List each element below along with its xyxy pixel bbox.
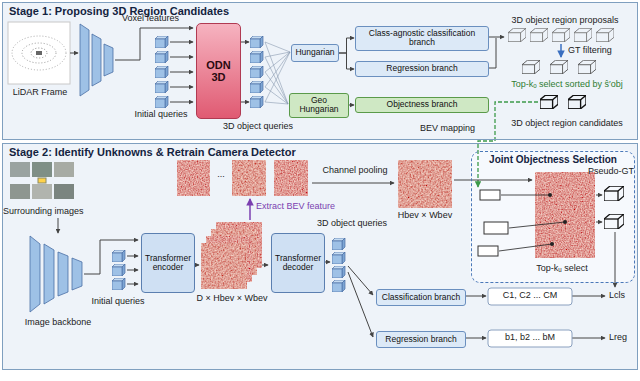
- object-queries: [332, 238, 345, 292]
- object-queries: [250, 36, 263, 108]
- transformer-box: Transformer decoder: [271, 233, 325, 293]
- filter-arrow: [560, 44, 562, 57]
- arrow: [70, 53, 78, 54]
- surrounding-images: [10, 162, 74, 199]
- initial-queries: [155, 36, 168, 108]
- annotation-label: 3D object region proposals: [511, 16, 618, 26]
- annotation-label: Initial queries: [134, 110, 187, 120]
- annotation-label: 3D object queries: [317, 219, 387, 229]
- branch-outputs: [489, 37, 504, 68]
- bev-feature-stack: [201, 222, 262, 289]
- annotation-label: Top-kᵤ select: [536, 264, 587, 274]
- box-label: Regression branch: [385, 335, 456, 344]
- annotation-label: C1, C2 ... CM: [503, 291, 558, 301]
- joint-selection-figure: [478, 172, 624, 287]
- branch-box: Regression branch: [355, 61, 489, 77]
- bev-mapping-arrow: [478, 102, 538, 187]
- box-label: Hungarian: [295, 48, 334, 57]
- connector-arrow: [349, 105, 354, 106]
- annotation-label: GT filtering: [568, 46, 612, 56]
- matcher-box: Hungarian: [291, 44, 339, 62]
- annotation-label: ...: [217, 170, 225, 180]
- annotation-label: Extract BEV feature: [256, 202, 335, 212]
- region-candidates: [540, 95, 586, 109]
- box-label: Classification branch: [382, 293, 460, 302]
- arrow: [454, 180, 532, 181]
- network-box: ODN 3D: [196, 23, 241, 119]
- arrow: [58, 218, 59, 233]
- annotation-label: Hbev × Wbev: [398, 211, 452, 221]
- branch-inputs: [348, 266, 605, 338]
- box-label: ODN 3D: [200, 59, 237, 83]
- annotation-label: 3D object region candidates: [511, 119, 623, 129]
- image-backbone: [30, 236, 82, 312]
- stage-title: Stage 2: Identify Unknowns & Retrain Cam…: [9, 146, 296, 158]
- box-label: Geo Hungarian: [293, 96, 345, 115]
- group-title: Joint Objectness Selection: [472, 154, 634, 165]
- box-label: Transformer encoder: [145, 254, 191, 273]
- box-label: Class-agnostic classification branch: [359, 29, 485, 48]
- annotation-label: Pseudo-GT: [588, 167, 634, 177]
- voxel-features: [80, 24, 113, 96]
- box-label: Transformer decoder: [275, 254, 321, 273]
- lidar-frame: [8, 22, 70, 84]
- branch-box: Objectness branch: [355, 97, 489, 113]
- box-label: Objectness branch: [387, 100, 458, 109]
- region-proposals: [508, 28, 614, 42]
- arrow: [84, 240, 138, 274]
- annotation-label: Initial queries: [91, 297, 144, 307]
- box-label: Regression branch: [386, 64, 457, 73]
- branch-box: Class-agnostic classification branch: [355, 26, 489, 51]
- annotation-label: Channel pooling: [322, 166, 387, 176]
- connector-arrow: [339, 53, 354, 69]
- annotation-label: Lreg: [609, 333, 627, 343]
- annotation-label: Surrounding images: [3, 207, 84, 217]
- transformer-box: Transformer encoder: [141, 233, 195, 293]
- annotation-label: D × Hbev × Wbev: [196, 294, 267, 304]
- annotation-label: 3D object queries: [223, 122, 293, 132]
- annotation-label: Lcls: [609, 291, 625, 301]
- matching-lines: [265, 42, 290, 104]
- bev-feature-maps: [177, 160, 308, 196]
- pooling-arrow: [312, 183, 394, 184]
- pooled-feature: [398, 160, 452, 208]
- matcher-box: Geo Hungarian: [289, 93, 349, 118]
- connector-arrow: [339, 38, 354, 53]
- prediction-strips: [488, 288, 572, 347]
- branch-box: Classification branch: [376, 289, 466, 306]
- extract-arrow: [249, 199, 251, 220]
- stage-title: Stage 1: Proposing 3D Region Candidates: [9, 5, 229, 17]
- panel-grounds: [2, 2, 638, 370]
- annotation-label: Top-kₒ select sorted by ŝ′obj: [511, 80, 623, 90]
- annotation-label: b1, b2 ... bM: [505, 333, 555, 343]
- branch-box: Regression branch: [376, 331, 466, 348]
- annotation-label: Image backbone: [25, 318, 92, 328]
- filtered-proposals: [522, 60, 596, 74]
- initial-queries: [112, 250, 125, 290]
- annotation-label: Voxel features: [122, 14, 179, 24]
- arrow: [115, 28, 193, 60]
- annotation-label: LiDAR Frame: [13, 88, 68, 98]
- annotation-label: BEV mapping: [420, 124, 475, 134]
